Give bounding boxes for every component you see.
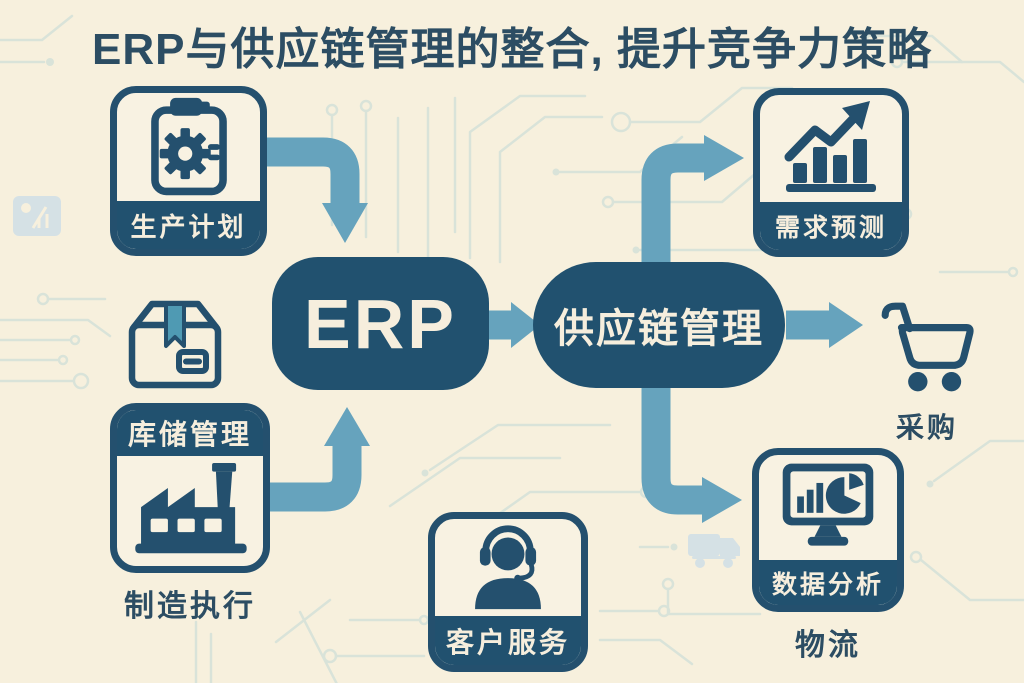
node-production-planning: 生产计划 [110, 86, 267, 256]
node-demand-forecasting: 需求预测 [753, 88, 909, 257]
node-customer-service: 客户服务 [428, 512, 588, 672]
page-title: ERP与供应链管理的整合, 提升竞争力策略 [92, 25, 932, 74]
analysis-icon-area [759, 455, 897, 560]
label-manufacturing-execution: 制造执行 [124, 590, 256, 623]
factory-icon [135, 463, 247, 554]
warehouse-icon-area [117, 456, 263, 566]
image-watermark-icon [13, 196, 61, 236]
node-data-analysis: 数据分析 [752, 448, 904, 612]
label-logistics: 物流 [795, 629, 861, 662]
node-erp: ERP [272, 257, 489, 390]
node-label: 生产计划 [117, 201, 260, 249]
label-procurement: 采购 [895, 412, 958, 443]
erp-label: ERP [304, 284, 457, 363]
truck-watermark-icon [688, 534, 740, 568]
node-warehouse-management: 库储管理 [110, 403, 270, 573]
scm-label: 供应链管理 [554, 307, 764, 351]
shopping-cart-icon [881, 302, 974, 392]
node-label: 数据分析 [759, 560, 897, 605]
forecast-icon-area [760, 95, 902, 202]
node-label: 库储管理 [117, 410, 263, 456]
node-label: 需求预测 [760, 202, 902, 250]
node-supply-chain-management: 供应链管理 [533, 262, 785, 388]
clipboard-gear-icon [150, 97, 227, 196]
node-label: 客户服务 [435, 616, 581, 665]
headset-agent-icon [475, 524, 541, 609]
package-box-icon [128, 300, 222, 389]
monitor-analytics-icon [782, 463, 874, 546]
bar-chart-trend-icon [784, 100, 876, 192]
production-icon-area [117, 93, 260, 201]
service-icon-area [435, 519, 581, 616]
